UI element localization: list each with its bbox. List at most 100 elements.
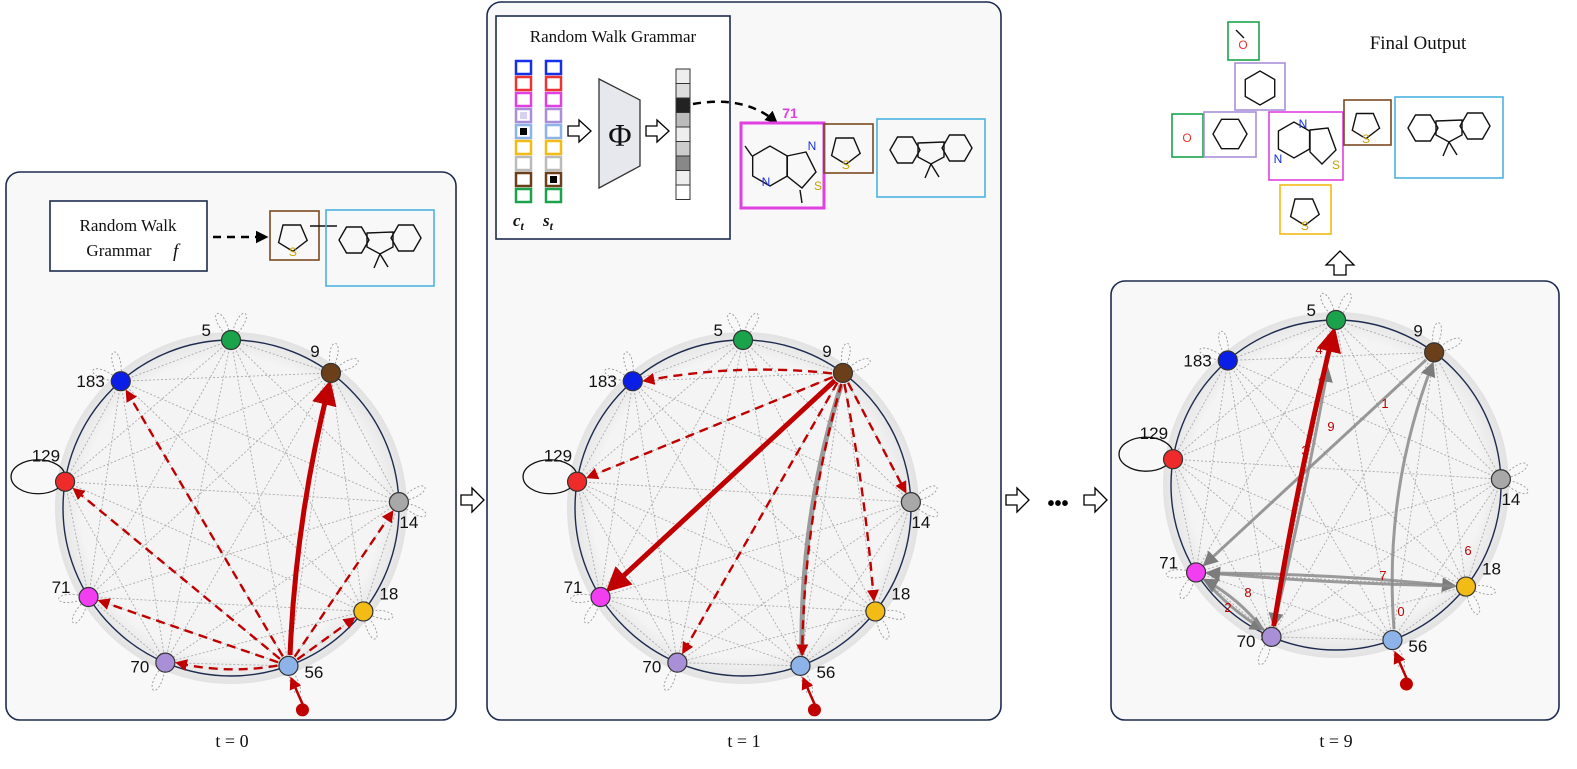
svg-text:N: N bbox=[762, 175, 771, 189]
node-label-9: 9 bbox=[310, 342, 319, 361]
node-71 bbox=[590, 586, 611, 608]
node-label-56: 56 bbox=[1408, 637, 1427, 656]
node-label-9: 9 bbox=[1413, 321, 1422, 340]
graph-t9: 0123456789591831291471187056 bbox=[1118, 292, 1529, 691]
node-70 bbox=[155, 652, 176, 673]
history-edge-0 bbox=[1390, 361, 1436, 630]
caption-t9: t = 9 bbox=[1319, 731, 1352, 751]
hollow-arrow-out bbox=[645, 118, 670, 144]
output-vector bbox=[675, 68, 691, 200]
node-label-70: 70 bbox=[642, 658, 661, 677]
candidate-edge-70 bbox=[682, 381, 839, 655]
candidate-edge-14 bbox=[293, 510, 394, 658]
candidate-edge-71 bbox=[97, 598, 279, 664]
node-label-9: 9 bbox=[822, 342, 831, 361]
node-9 bbox=[320, 362, 342, 384]
walk-edge-70-5 bbox=[1271, 326, 1341, 627]
node-label-70: 70 bbox=[130, 658, 149, 677]
context-vectors bbox=[514, 59, 563, 204]
candidate-edge-14 bbox=[846, 382, 907, 494]
node-18 bbox=[865, 601, 886, 622]
node-label-71: 71 bbox=[1159, 553, 1178, 572]
grammar-line2: Grammar bbox=[86, 241, 151, 260]
edge-order-1: 1 bbox=[1381, 396, 1388, 411]
step-arrow-1 bbox=[460, 486, 485, 514]
node-label-183: 183 bbox=[588, 372, 616, 391]
node-5 bbox=[732, 329, 754, 351]
edge-order-0: 0 bbox=[1397, 604, 1404, 619]
st-label: st bbox=[542, 211, 554, 233]
node-183 bbox=[622, 371, 643, 392]
up-arrow bbox=[1324, 250, 1356, 276]
node-label-5: 5 bbox=[202, 321, 211, 340]
candidate-edge-56 bbox=[796, 383, 843, 657]
candidate-edge-129 bbox=[585, 376, 834, 480]
grammar-box-t0: Random Walk Grammar f bbox=[49, 200, 208, 272]
phi-network bbox=[598, 77, 641, 190]
node-129 bbox=[566, 471, 588, 492]
svg-text:O: O bbox=[1238, 38, 1247, 52]
phi-label: Φ bbox=[608, 117, 631, 153]
grammar-f: f bbox=[173, 241, 181, 262]
caption-t1: t = 1 bbox=[727, 731, 760, 751]
hollow-arrow-in bbox=[567, 118, 592, 144]
step-arrow-3 bbox=[1083, 486, 1108, 514]
grammar-box-t1: Random Walk Grammar ct st Φ bbox=[495, 15, 731, 240]
selection-arrow bbox=[692, 100, 778, 124]
node-label-71: 71 bbox=[52, 578, 71, 597]
candidate-edge-129 bbox=[72, 487, 281, 660]
node-129 bbox=[1162, 449, 1184, 470]
node-label-183: 183 bbox=[1183, 351, 1211, 370]
step-arrow-2 bbox=[1005, 486, 1030, 514]
node-56 bbox=[1382, 629, 1403, 651]
node-70 bbox=[1261, 626, 1282, 647]
node-5 bbox=[220, 329, 242, 351]
svg-text:N: N bbox=[808, 139, 817, 153]
node-label-18: 18 bbox=[1482, 560, 1501, 579]
node-18 bbox=[1455, 576, 1477, 597]
node-14 bbox=[388, 492, 409, 513]
node-71 bbox=[78, 586, 99, 608]
svg-text:S: S bbox=[1301, 219, 1309, 233]
svg-text:S: S bbox=[842, 158, 850, 172]
node-label-14: 14 bbox=[399, 513, 418, 532]
node-14 bbox=[1490, 469, 1511, 490]
edge-order-7: 7 bbox=[1379, 568, 1386, 583]
caption-t0: t = 0 bbox=[215, 731, 248, 751]
node-56 bbox=[278, 655, 299, 676]
start-dot bbox=[1399, 677, 1413, 691]
molecule-t0: S bbox=[269, 209, 435, 287]
svg-text:S: S bbox=[1332, 158, 1340, 172]
node-label-70: 70 bbox=[1237, 632, 1256, 651]
edge-order-4: 4 bbox=[1315, 342, 1322, 357]
node-9 bbox=[1424, 342, 1445, 363]
node-label-56: 56 bbox=[816, 663, 835, 682]
svg-text:N: N bbox=[1274, 152, 1283, 166]
svg-text:S: S bbox=[289, 245, 297, 259]
node-70 bbox=[667, 652, 688, 673]
edge-order-3: 3 bbox=[1301, 443, 1308, 458]
node-label-18: 18 bbox=[891, 584, 910, 603]
node-label-18: 18 bbox=[379, 584, 398, 603]
start-dot bbox=[295, 703, 309, 717]
svg-text:O: O bbox=[1182, 131, 1191, 145]
selected-label: 71 bbox=[782, 105, 798, 121]
svg-text:N: N bbox=[1299, 117, 1308, 131]
candidate-edge-183 bbox=[642, 368, 833, 385]
history-edge-8 bbox=[1202, 578, 1265, 631]
history-edge-6 bbox=[1207, 571, 1458, 593]
edge-order-6: 6 bbox=[1464, 543, 1471, 558]
candidate-edge-18 bbox=[843, 383, 879, 602]
walk-edge-56-9 bbox=[287, 379, 337, 656]
node-5 bbox=[1325, 309, 1347, 331]
node-183 bbox=[1217, 350, 1238, 371]
node-183 bbox=[110, 371, 131, 392]
candidate-edge-70 bbox=[175, 659, 278, 671]
node-label-5: 5 bbox=[714, 321, 723, 340]
grammar-line1: Random Walk bbox=[79, 216, 177, 235]
node-label-71: 71 bbox=[564, 578, 583, 597]
